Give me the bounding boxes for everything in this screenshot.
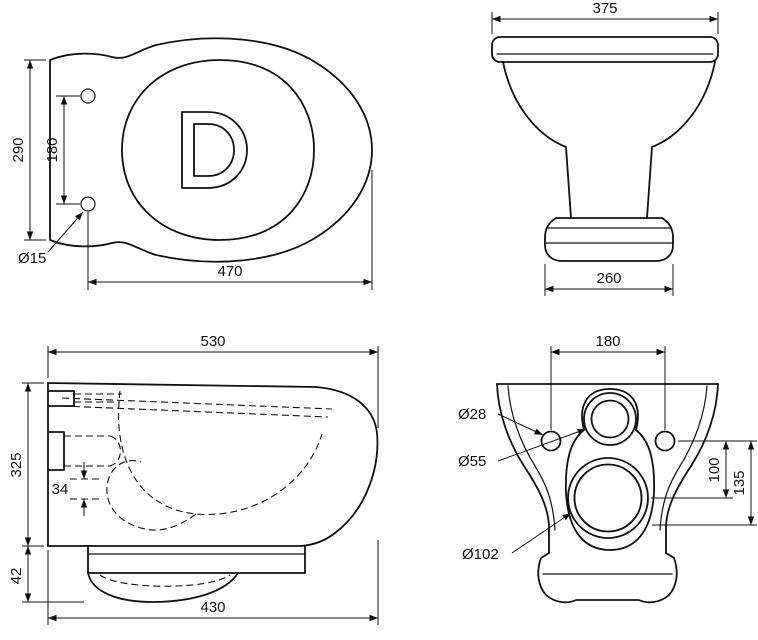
- dim-label-rear-outlet-height: 100: [706, 457, 723, 482]
- hidden-rim-line: [61, 397, 333, 410]
- leader-line: [497, 428, 587, 462]
- inlet-hole-outer: [583, 392, 637, 446]
- leader-line: [497, 413, 544, 436]
- drain-inner: [193, 123, 235, 177]
- pedestal-foot: [544, 217, 674, 262]
- dim-label-front-width: 375: [592, 0, 617, 17]
- pan-outline: [49, 37, 373, 263]
- rear-inner-contour-left: [507, 385, 556, 531]
- rear-center-boss: [564, 388, 656, 551]
- dim-label-plan-projection: 470: [217, 263, 242, 280]
- fixing-hole-right: [654, 430, 676, 452]
- bowl-left-edge: [502, 61, 572, 219]
- bowl-right-edge: [646, 61, 716, 219]
- inlet-boss: [47, 390, 75, 407]
- hidden-trap-curve: [106, 460, 197, 531]
- dim-label-side-total-depth: 530: [200, 333, 225, 350]
- body-top-front-outline: [47, 382, 379, 547]
- side-view: 34 530 325 42 430: [8, 333, 379, 625]
- dim-label-side-foot-height: 42: [8, 568, 25, 585]
- dim-label-plan-hole-diameter: Ø15: [18, 250, 46, 267]
- leader-line: [511, 512, 572, 554]
- seat-fixing-hole-top: [80, 88, 96, 104]
- dim-label-rear-outlet-diameter: Ø102: [462, 546, 499, 563]
- hidden-rim-line: [61, 405, 329, 418]
- plinth-outline: [87, 545, 306, 574]
- drain-outer: [181, 111, 248, 189]
- dim-label-plan-hole-spacing: 180: [44, 137, 61, 162]
- outlet-hole-outer: [567, 457, 649, 539]
- foot-outline: [87, 572, 239, 603]
- rear-inner-contour-right: [659, 385, 708, 531]
- foot-hidden-edge: [99, 574, 231, 587]
- hidden-detail-lines: [61, 390, 333, 531]
- hidden-outlet-bend: [109, 435, 122, 467]
- dim-label-rear-inlet-diameter: Ø55: [458, 453, 486, 470]
- hidden-bowl-curve: [117, 390, 323, 516]
- rim-front: [491, 36, 719, 63]
- rear-left-side: [496, 383, 550, 554]
- fixing-hole-left: [540, 430, 562, 452]
- plan-view: 290 180 Ø15 470: [10, 37, 373, 290]
- dim-label-side-height: 325: [8, 452, 25, 477]
- seat-opening: [121, 59, 315, 241]
- dim-label-front-base-width: 260: [596, 270, 621, 287]
- dim-label-side-base-depth: 430: [200, 599, 225, 616]
- inlet-hole-inner: [590, 399, 630, 439]
- dim-label-plan-depth: 290: [10, 137, 27, 162]
- dim-label-side-inlet-offset: 34: [52, 481, 69, 498]
- leader-line: [47, 211, 84, 253]
- outlet-boss: [47, 431, 65, 471]
- outlet-hole-inner: [573, 463, 643, 533]
- seat-fixing-hole-bottom: [80, 196, 96, 212]
- dim-label-rear-fixing-diameter: Ø28: [458, 406, 486, 423]
- rear-view: 180 Ø28 Ø55 Ø102 100 135: [458, 333, 757, 604]
- front-view: 375 260: [491, 0, 719, 296]
- dim-label-rear-fixing-height: 135: [731, 470, 748, 495]
- rear-right-side: [665, 383, 719, 554]
- dim-label-rear-fixing-spacing: 180: [595, 333, 620, 350]
- rear-foot: [537, 552, 678, 604]
